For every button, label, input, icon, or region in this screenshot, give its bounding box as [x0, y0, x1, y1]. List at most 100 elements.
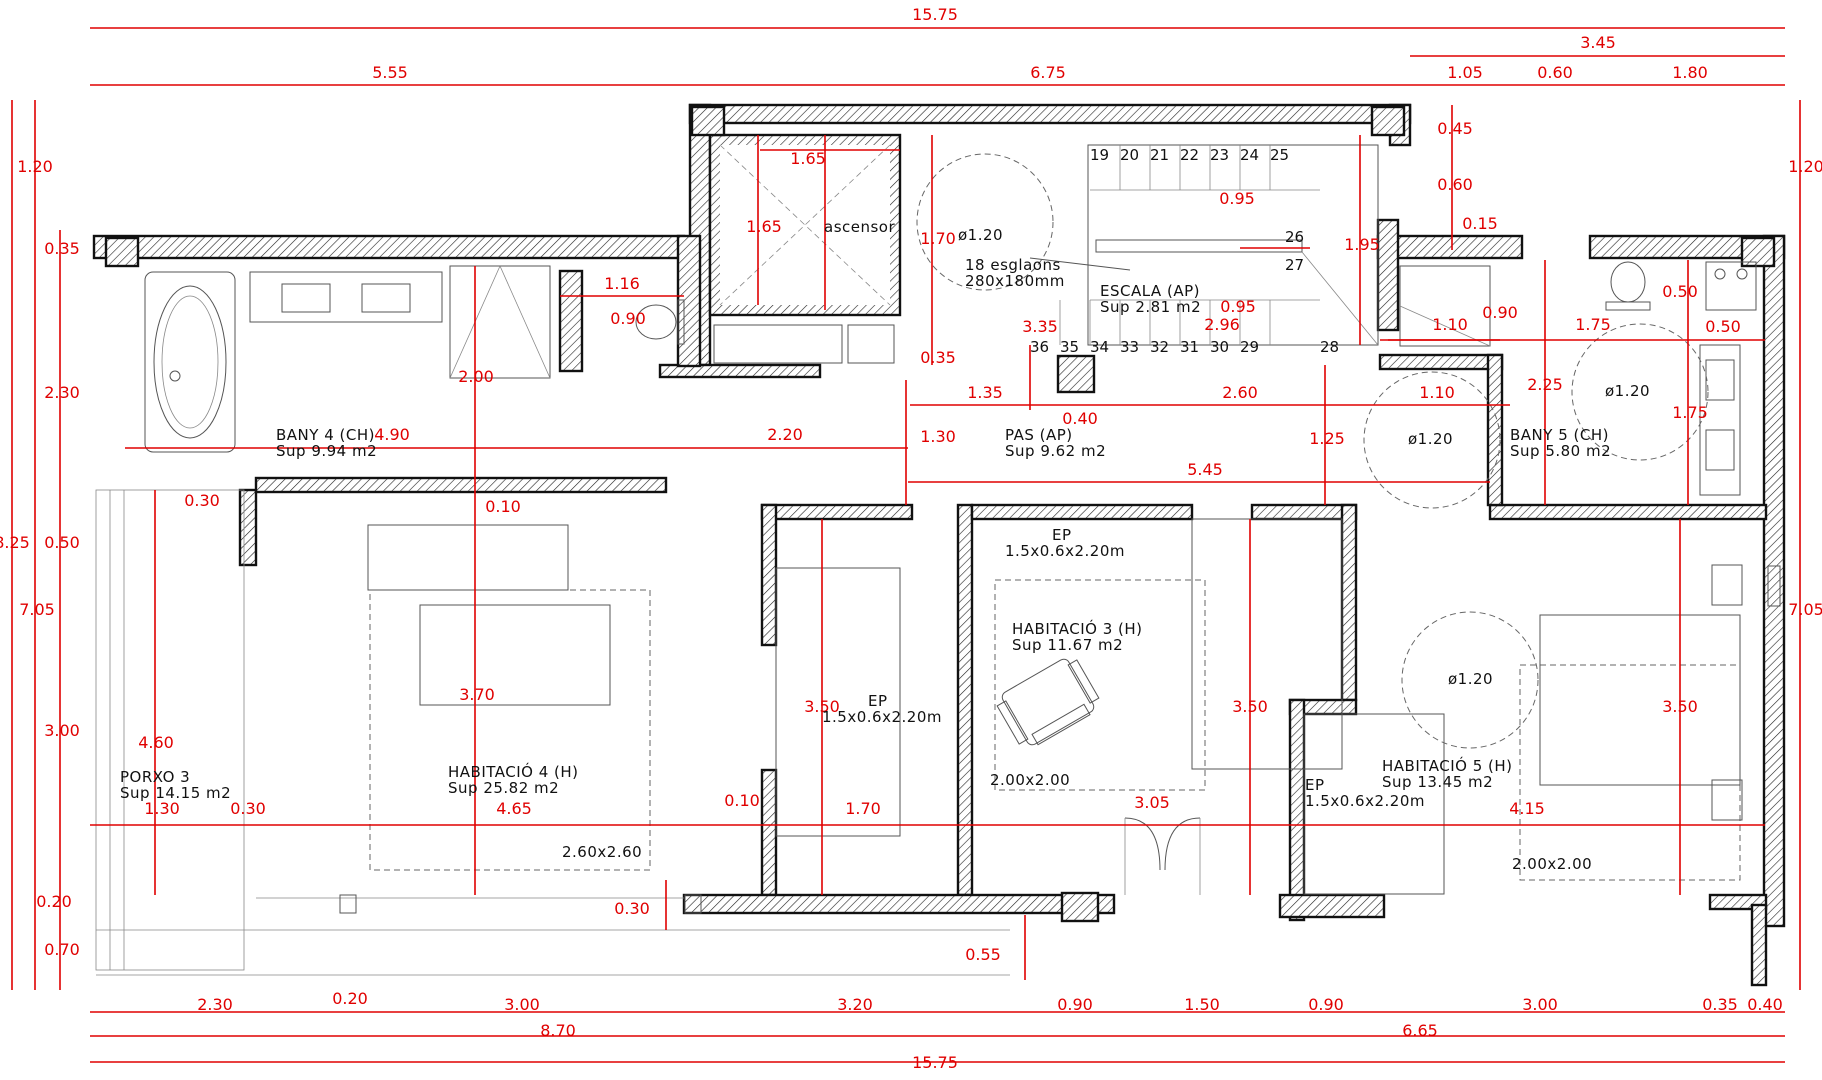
dim-left-h2: 0.35 [44, 239, 80, 258]
step-33: 33 [1120, 338, 1139, 356]
dim-left-total: 8.25 [0, 533, 30, 552]
room-area-porxo3: Sup 14.15 m2 [120, 784, 231, 802]
label-ep1-size: 1.5x0.6x2.20m [822, 708, 942, 726]
room-name-habitacio4: HABITACIÓ 4 (H) [448, 762, 579, 781]
dim-260: 2.60 [1222, 383, 1258, 402]
dim-top-c3: 1.80 [1672, 63, 1708, 82]
dim-350a: 3.50 [804, 697, 840, 716]
dim-060: 0.60 [1437, 175, 1473, 194]
dim-350b: 3.50 [1232, 697, 1268, 716]
dim-bot-b2: 6.65 [1402, 1021, 1438, 1040]
dim-130b: 1.30 [144, 799, 180, 818]
room-area-habitacio3: Sup 11.67 m2 [1012, 636, 1123, 654]
dim-175a: 1.75 [1575, 315, 1611, 334]
dim-top-c2: 0.60 [1537, 63, 1573, 82]
toilet [635, 299, 685, 345]
walls [92, 103, 1786, 987]
lift-cabin [719, 144, 891, 306]
dim-296: 2.96 [1204, 315, 1240, 334]
dim-bot-a1: 2.30 [197, 995, 233, 1014]
dim-055: 0.55 [965, 945, 1001, 964]
label-ep2: EP [1052, 526, 1072, 544]
dim-lift-h: 1.65 [746, 217, 782, 236]
dim-left-h5: 3.00 [44, 721, 80, 740]
dim-045: 0.45 [1437, 119, 1473, 138]
dim-090a: 0.90 [610, 309, 646, 328]
dim-050b: 0.50 [1705, 317, 1741, 336]
dim-top-total: 15.75 [912, 5, 958, 24]
room-name-habitacio3: HABITACIÓ 3 (H) [1012, 619, 1143, 638]
dim-125: 1.25 [1309, 429, 1345, 448]
dim-030c: 0.30 [614, 899, 650, 918]
dim-bot-a7: 0.90 [1308, 995, 1344, 1014]
dim-465: 4.65 [496, 799, 532, 818]
step-35: 35 [1060, 338, 1079, 356]
stair-step-numbers: 19 20 21 22 23 24 25 26 27 36 35 34 33 3… [1030, 146, 1339, 356]
dim-bot-a10: 0.40 [1747, 995, 1783, 1014]
dim-110b: 1.10 [1419, 383, 1455, 402]
dim-030b: 0.30 [230, 799, 266, 818]
dim-bot-total: 15.75 [912, 1053, 958, 1072]
dim-015: 0.15 [1462, 214, 1498, 233]
dim-116: 1.16 [604, 274, 640, 293]
dim-010b: 0.10 [724, 791, 760, 810]
dim-top-c1: 1.05 [1447, 63, 1483, 82]
room-area-habitacio4: Sup 25.82 m2 [448, 779, 559, 797]
step-21: 21 [1150, 146, 1169, 164]
step-29: 29 [1240, 338, 1259, 356]
dim-left-h1: 1.20 [17, 157, 53, 176]
room-name-bany4: BANY 4 (CH) [276, 426, 375, 444]
dim-460: 4.60 [138, 733, 174, 752]
room-area-bany5: Sup 5.80 m2 [1510, 442, 1611, 460]
dim-200: 2.00 [458, 367, 494, 386]
step-19: 19 [1090, 146, 1109, 164]
dim-195: 1.95 [1344, 235, 1380, 254]
dim-right-sub: 7.05 [1788, 600, 1822, 619]
room-area-habitacio5: Sup 13.45 m2 [1382, 773, 1493, 791]
room-labels: BANY 4 (CH) Sup 9.94 m2 HABITACIÓ 4 (H) … [120, 218, 1650, 873]
room-name-habitacio5: HABITACIÓ 5 (H) [1382, 756, 1513, 775]
step-22: 22 [1180, 146, 1199, 164]
dim-bot-a4: 3.20 [837, 995, 873, 1014]
room-area-bany4: Sup 9.94 m2 [276, 442, 377, 460]
step-20: 20 [1120, 146, 1139, 164]
dim-370: 3.70 [459, 685, 495, 704]
dim-545: 5.45 [1187, 460, 1223, 479]
dim-095a: 0.95 [1219, 189, 1255, 208]
dim-110a: 1.10 [1432, 315, 1468, 334]
step-34: 34 [1090, 338, 1109, 356]
label-bed4: 2.60x2.60 [562, 843, 642, 861]
label-ep3: EP [1305, 776, 1325, 794]
dim-170b: 1.70 [845, 799, 881, 818]
dimension-labels: 15.75 3.45 5.55 6.75 1.05 0.60 1.80 1.20… [0, 5, 1822, 1072]
dim-220: 2.20 [767, 425, 803, 444]
label-ep1: EP [868, 692, 888, 710]
dim-130a: 1.30 [920, 427, 956, 446]
dim-left-h4: 0.50 [44, 533, 80, 552]
porch-deck [95, 489, 1010, 976]
bathtub [144, 271, 236, 453]
dim-lift-w: 1.65 [790, 149, 826, 168]
dim-bot-a2: 0.20 [332, 989, 368, 1008]
room-name-bany5: BANY 5 (CH) [1510, 426, 1609, 444]
dim-305: 3.05 [1134, 793, 1170, 812]
room-area-pas: Sup 9.62 m2 [1005, 442, 1106, 460]
dim-170: 1.70 [920, 229, 956, 248]
dim-bot-b1: 8.70 [540, 1021, 576, 1040]
dim-bot-a3: 3.00 [504, 995, 540, 1014]
step-28: 28 [1320, 338, 1339, 356]
dim-035: 0.35 [920, 348, 956, 367]
step-26: 26 [1285, 228, 1304, 246]
label-ep2-size: 1.5x0.6x2.20m [1005, 542, 1125, 560]
label-turn-1: ø1.20 [958, 226, 1003, 244]
dim-bot-a6: 1.50 [1184, 995, 1220, 1014]
dim-right-h1: 1.20 [1788, 157, 1822, 176]
step-24: 24 [1240, 146, 1259, 164]
dim-left-sub: 7.05 [19, 600, 55, 619]
armchair [996, 658, 1100, 746]
fixtures [95, 144, 1781, 976]
dim-090b: 0.90 [1482, 303, 1518, 322]
label-turn-3: ø1.20 [1408, 430, 1453, 448]
label-stairs-size: 280x180mm [965, 272, 1065, 290]
label-stairs-count: 18 esglaons [965, 256, 1061, 274]
